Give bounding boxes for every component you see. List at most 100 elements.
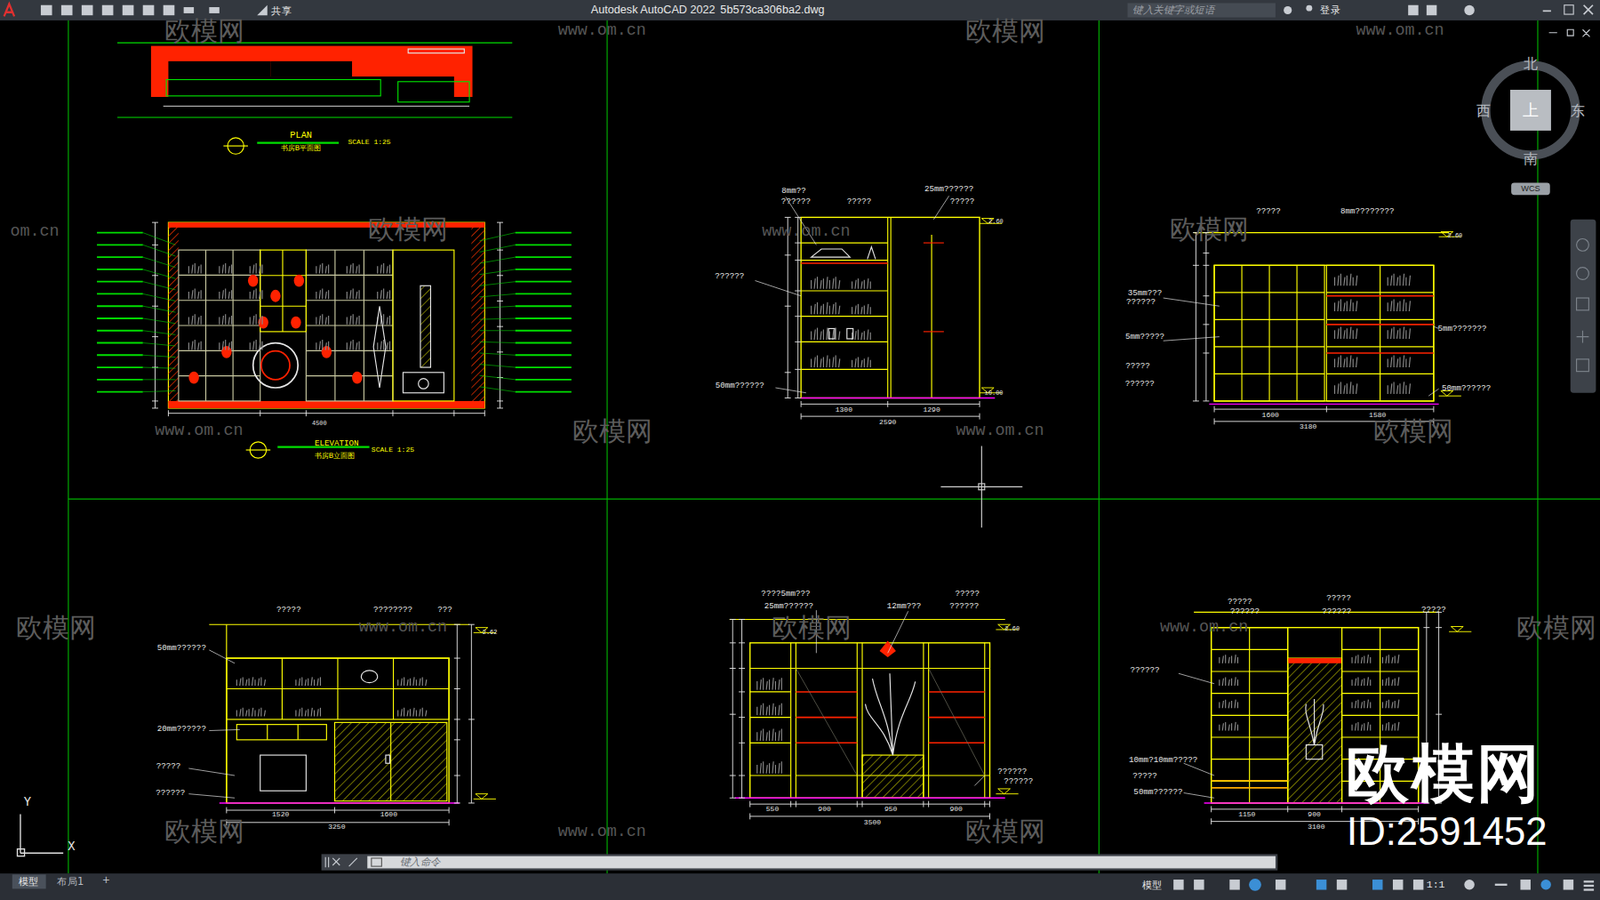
cad-line <box>1408 383 1410 394</box>
cad-line <box>814 278 816 289</box>
cad-line <box>168 412 485 414</box>
cad-line <box>1393 273 1395 286</box>
view-title: ELEVATION <box>314 440 360 448</box>
cad-line <box>855 330 856 340</box>
cad-line <box>784 371 792 373</box>
cad-line <box>475 793 488 800</box>
cad-line <box>208 649 235 664</box>
cad-line <box>1397 358 1399 368</box>
cad-line <box>835 302 837 314</box>
cad-line <box>1228 656 1230 664</box>
cad-line <box>749 800 751 808</box>
note: ?????? <box>781 198 811 207</box>
cad-line <box>1211 648 1288 650</box>
cad-line <box>1222 700 1224 708</box>
cad-line <box>979 413 981 420</box>
cad-line <box>1346 383 1348 394</box>
cad-line <box>1405 384 1407 394</box>
cad-line <box>832 278 834 289</box>
cad-line <box>480 232 516 241</box>
note: ????? <box>1256 207 1281 216</box>
cad-line <box>385 754 391 763</box>
cad-line <box>143 269 176 279</box>
cad-line <box>1224 721 1226 731</box>
cad-line <box>96 366 144 368</box>
cad-line <box>1326 352 1434 354</box>
cad-line <box>775 387 806 393</box>
cad-line <box>864 330 865 340</box>
cad-line <box>1346 275 1348 287</box>
note: ?????? <box>1321 607 1352 616</box>
cad-line <box>96 304 144 307</box>
cad-line <box>1337 328 1339 339</box>
cad-line <box>419 678 421 686</box>
cad-line <box>389 264 391 274</box>
cad-line <box>117 116 512 118</box>
cad-line <box>143 378 176 380</box>
cad-line <box>797 216 799 398</box>
cad-line <box>261 351 290 380</box>
level-mark: 2.60 <box>1448 233 1464 240</box>
cad-line <box>857 278 859 289</box>
cad-line <box>249 342 251 350</box>
cad-line <box>515 353 572 356</box>
cad-line <box>1228 679 1230 686</box>
cad-line <box>1352 302 1354 312</box>
cad-line <box>257 316 268 329</box>
cad-line <box>1367 721 1368 731</box>
cad-line <box>350 264 352 274</box>
cad-line <box>754 280 801 296</box>
cad-line <box>800 400 802 408</box>
cad-line <box>471 222 485 408</box>
cad-line <box>386 291 388 299</box>
cad-line <box>1379 264 1381 401</box>
cad-line <box>515 293 572 296</box>
cad-line <box>861 280 863 288</box>
cad-line <box>1214 373 1325 375</box>
cad-line <box>480 341 516 343</box>
cad-line <box>1354 722 1356 730</box>
cad-line <box>1326 319 1434 320</box>
cad-line <box>1397 384 1399 394</box>
cad-line <box>496 351 504 352</box>
cad-line <box>756 764 758 774</box>
cad-line <box>403 707 405 717</box>
cad-line <box>1234 654 1236 664</box>
cad-line <box>784 397 792 399</box>
note: 50mm?????? <box>157 643 207 652</box>
cad-line <box>861 306 863 314</box>
cad-line <box>256 263 257 274</box>
cad-line <box>313 710 315 717</box>
cad-line <box>1398 721 1400 731</box>
cad-line <box>350 341 352 351</box>
cad-line <box>295 710 296 717</box>
cad-line <box>252 707 254 717</box>
cad-line <box>1382 724 1384 731</box>
ucs-axis-label: Y <box>24 796 32 809</box>
cad-line <box>1214 319 1325 320</box>
cad-line <box>820 280 822 289</box>
cad-line <box>1218 701 1220 708</box>
cad-line <box>870 360 872 368</box>
note: ?????? <box>155 788 185 797</box>
cad-line <box>143 318 176 324</box>
cad-line <box>826 302 828 314</box>
watermark: 欧模网 <box>1516 614 1597 641</box>
cad-line <box>311 676 312 686</box>
cad-line <box>236 710 238 717</box>
cad-line <box>768 679 770 690</box>
cad-line <box>1392 679 1393 686</box>
cad-line <box>96 256 144 258</box>
cad-line <box>756 706 758 716</box>
watermark: 欧模网 <box>164 817 245 845</box>
cad-line <box>839 305 840 315</box>
cad-line <box>198 291 200 299</box>
cad-line <box>313 679 315 686</box>
cad-line <box>928 741 985 744</box>
cad-line <box>305 324 393 326</box>
cad-line <box>143 390 176 392</box>
cad-line <box>1234 699 1236 709</box>
cad-line <box>350 289 352 299</box>
cad-line <box>1405 277 1407 287</box>
cad-line <box>766 731 768 741</box>
